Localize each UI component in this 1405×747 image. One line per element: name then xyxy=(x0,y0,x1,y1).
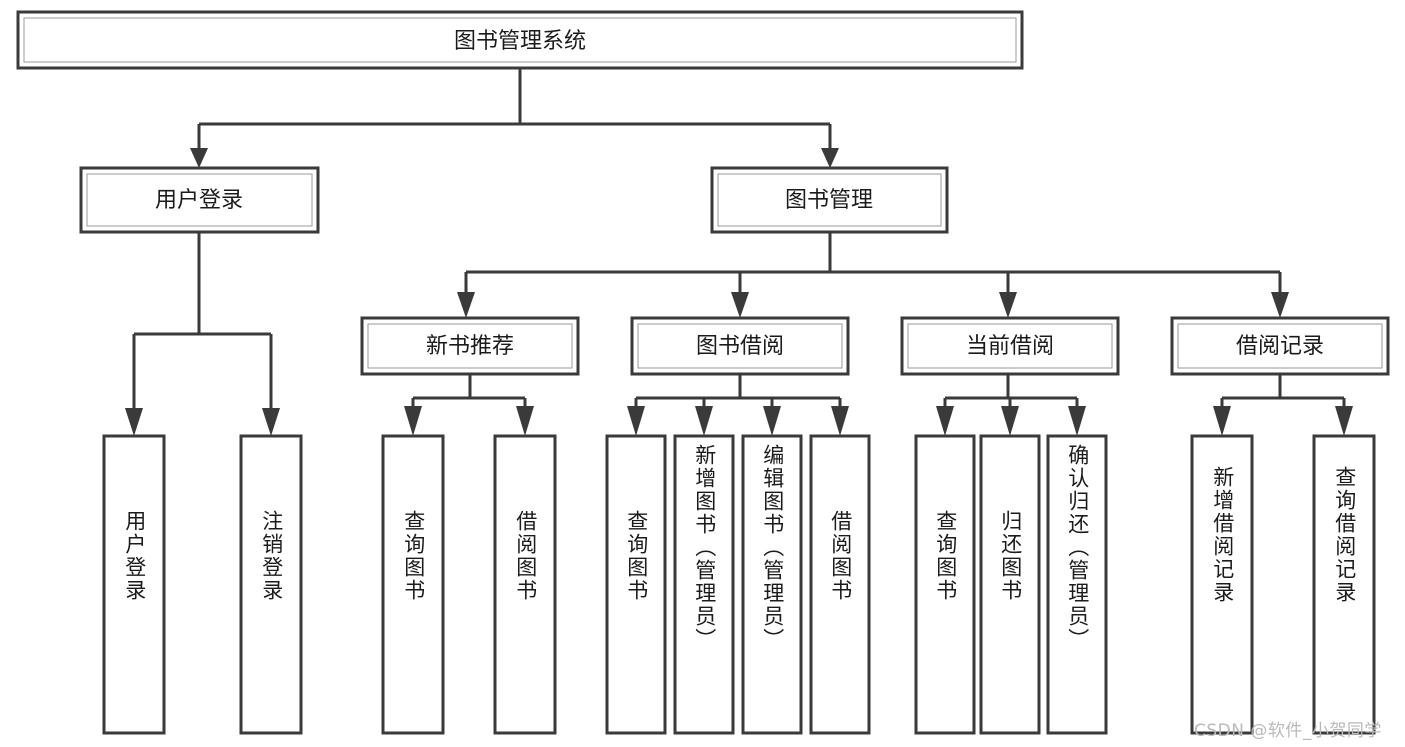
leaf-borrow-record-2-box[interactable] xyxy=(1312,434,1376,735)
leaf-new-book-1-box[interactable] xyxy=(381,434,445,735)
node-book-borrow-box-inner xyxy=(637,323,843,369)
leaf-user-login-2[interactable]: 注销登录 xyxy=(241,436,301,733)
leaf-user-login-1-box[interactable] xyxy=(102,434,166,735)
leaf-user-login-2-label: 注销登录 xyxy=(259,510,284,602)
leaf-borrow-record-2[interactable]: 查询借阅记录 xyxy=(1314,436,1374,733)
arrow-current-leaf-3 xyxy=(1068,406,1086,436)
node-user-login-box-inner xyxy=(86,173,313,227)
leaf-user-login-2-box[interactable] xyxy=(239,434,303,735)
leaf-current-borrow-3[interactable]: 确认归还（管理员） xyxy=(1048,436,1106,733)
leaf-user-login-1[interactable]: 用户登录 xyxy=(104,436,164,733)
arrow-root-to-bookmgmt xyxy=(821,148,839,168)
node-book-borrow-box[interactable] xyxy=(630,316,850,376)
leaf-book-borrow-1[interactable]: 查询图书 xyxy=(607,436,665,733)
leaf-borrow-record-1-box[interactable] xyxy=(1190,434,1254,735)
leaf-book-borrow-1-box[interactable] xyxy=(605,434,667,735)
node-user-login-box[interactable] xyxy=(79,166,320,234)
edge-layer xyxy=(125,68,1353,436)
leaf-book-borrow-4-label: 借阅图书 xyxy=(828,510,853,602)
leaf-current-borrow-1-box[interactable] xyxy=(914,434,976,735)
node-user-login-label: 用户登录 xyxy=(155,188,243,213)
leaf-borrow-record-1[interactable]: 新增借阅记录 xyxy=(1192,436,1252,733)
node-book-mgmt-label: 图书管理 xyxy=(785,188,873,213)
node-root-box[interactable] xyxy=(16,10,1024,70)
arrow-userlogin-leaf-1 xyxy=(125,408,143,436)
node-root-label: 图书管理系统 xyxy=(454,29,586,54)
leaf-new-book-2-box[interactable] xyxy=(493,434,557,735)
node-current-borrow-box[interactable] xyxy=(900,316,1120,376)
leaf-new-book-2-label: 借阅图书 xyxy=(513,510,538,602)
arrow-record-leaf-2 xyxy=(1335,406,1353,436)
arrow-record-leaf-1 xyxy=(1213,406,1231,436)
node-current-borrow-label: 当前借阅 xyxy=(966,334,1054,359)
leaf-book-borrow-3-box[interactable] xyxy=(741,434,803,735)
leaf-book-borrow-2-label: 新增图书（管理员） xyxy=(692,444,717,651)
node-borrow-record-label: 借阅记录 xyxy=(1236,334,1324,359)
leaf-book-borrow-4-box[interactable] xyxy=(809,434,871,735)
arrow-bookmgmt-to-borrow xyxy=(731,292,749,318)
leaf-current-borrow-2[interactable]: 归还图书 xyxy=(981,436,1039,733)
leaf-book-borrow-3-label: 编辑图书（管理员） xyxy=(760,444,785,651)
leaf-user-login-1-label: 用户登录 xyxy=(122,510,147,602)
arrow-bookmgmt-to-newbook xyxy=(457,292,475,318)
leaf-book-borrow-1-label: 查询图书 xyxy=(624,510,649,602)
node-layer xyxy=(16,10,1390,735)
node-book-mgmt-box-inner xyxy=(717,173,942,227)
arrow-newbook-leaf-2 xyxy=(516,406,534,436)
arrow-borrow-leaf-4 xyxy=(831,406,849,436)
leaf-current-borrow-1[interactable]: 查询图书 xyxy=(916,436,974,733)
leaf-book-borrow-2[interactable]: 新增图书（管理员） xyxy=(675,436,733,733)
leaf-book-borrow-3[interactable]: 编辑图书（管理员） xyxy=(743,436,801,733)
leaf-new-book-1[interactable]: 查询图书 xyxy=(383,436,443,733)
node-borrow-record-box-inner xyxy=(1177,323,1383,369)
node-new-book-label: 新书推荐 xyxy=(426,334,514,359)
arrow-current-leaf-1 xyxy=(936,406,954,436)
node-new-book-box-inner xyxy=(367,323,573,369)
arrow-current-leaf-2 xyxy=(1001,406,1019,436)
node-current-borrow-box-inner xyxy=(907,323,1113,369)
arrow-borrow-leaf-2 xyxy=(695,406,713,436)
arrow-root-to-userlogin xyxy=(190,148,208,168)
leaf-current-borrow-1-label: 查询图书 xyxy=(933,510,958,602)
node-borrow-record-box[interactable] xyxy=(1170,316,1390,376)
leaf-current-borrow-2-box[interactable] xyxy=(979,434,1041,735)
arrow-borrow-leaf-3 xyxy=(763,406,781,436)
leaf-book-borrow-4[interactable]: 借阅图书 xyxy=(811,436,869,733)
arrow-newbook-leaf-1 xyxy=(404,406,422,436)
node-book-mgmt-box[interactable] xyxy=(710,166,949,234)
arrow-bookmgmt-to-record xyxy=(1271,292,1289,318)
node-book-borrow-label: 图书借阅 xyxy=(696,334,784,359)
arrow-borrow-leaf-1 xyxy=(627,406,645,436)
arrow-userlogin-leaf-2 xyxy=(262,408,280,436)
arrow-bookmgmt-to-current xyxy=(999,292,1017,318)
csdn-watermark: CSDN @软件_小贺同学 xyxy=(1194,721,1382,741)
leaf-current-borrow-3-box[interactable] xyxy=(1046,434,1108,735)
label-layer: 图书管理系统 用户登录 图书管理 新书推荐 图书借阅 当前借阅 借阅记录 xyxy=(155,29,1324,359)
leaf-new-book-2[interactable]: 借阅图书 xyxy=(495,436,555,733)
node-root-box-inner xyxy=(23,17,1017,63)
leaf-borrow-record-2-label: 查询借阅记录 xyxy=(1332,466,1357,604)
node-new-book-box[interactable] xyxy=(360,316,580,376)
leaf-new-book-1-label: 查询图书 xyxy=(401,510,426,602)
leaf-current-borrow-3-label: 确认归还（管理员） xyxy=(1065,444,1090,651)
leaf-current-borrow-2-label: 归还图书 xyxy=(998,510,1023,602)
leaf-book-borrow-2-box[interactable] xyxy=(673,434,735,735)
leaf-borrow-record-1-label: 新增借阅记录 xyxy=(1210,466,1235,604)
